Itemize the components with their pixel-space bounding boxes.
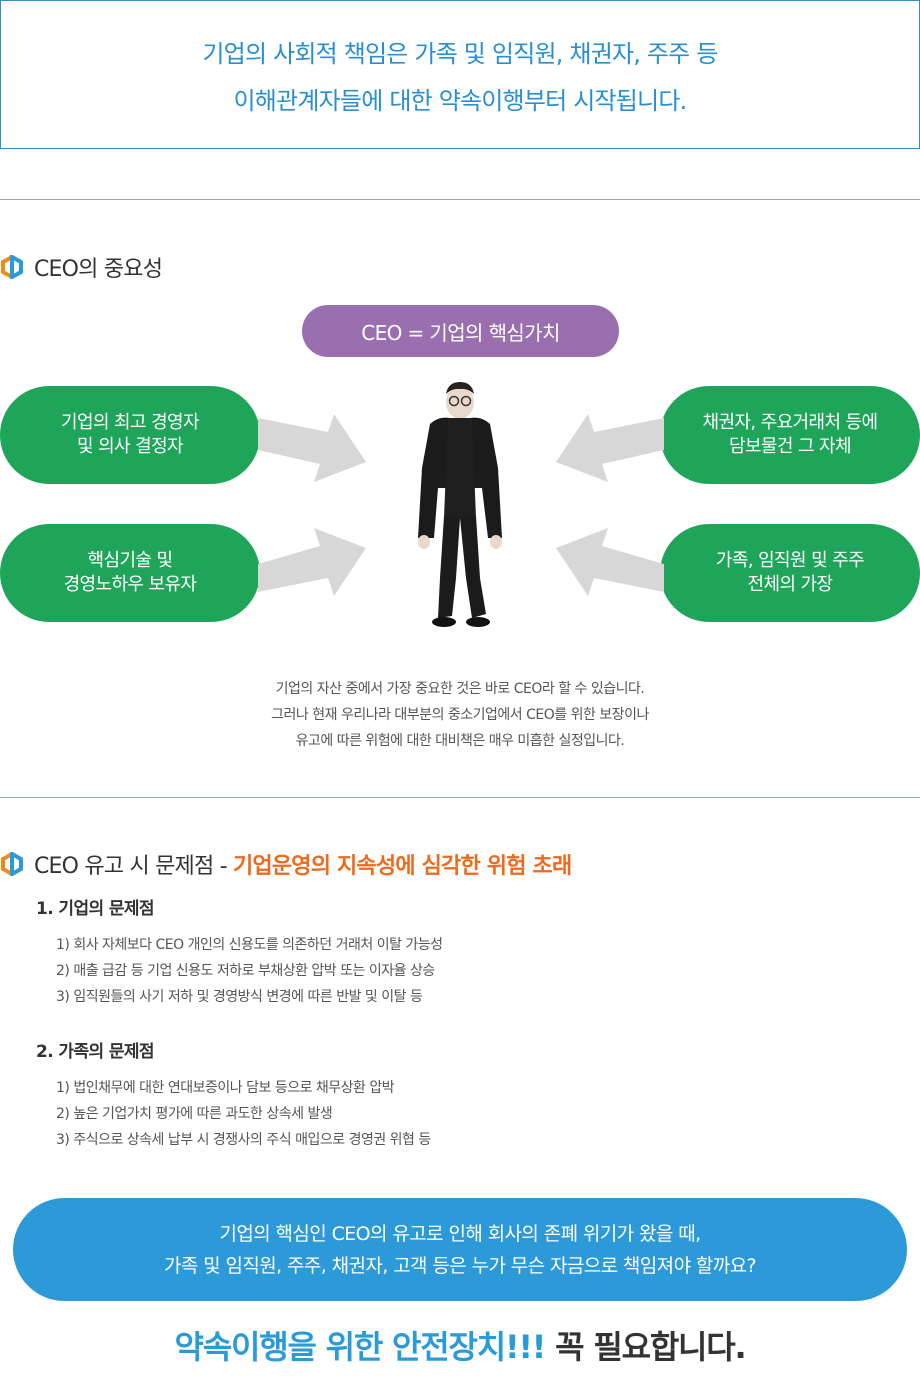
role-pill-top-left: 기업의 최고 경영자 및 의사 결정자	[0, 386, 260, 484]
family-problems-heading: 2. 가족의 문제점	[36, 1042, 155, 1062]
arrow-icon	[258, 528, 366, 596]
divider-middle	[0, 797, 920, 798]
question-line-2: 가족 및 임직원, 주주, 채권자, 고객 등은 누가 무슨 자금으로 책임져야…	[163, 1254, 757, 1277]
closing-highlight: 약속이행을 위한 안전장치!!!	[174, 1328, 547, 1366]
list-item: 3) 주식으로 상속세 납부 시 경쟁사의 주식 매입으로 경영권 위협 등	[56, 1132, 431, 1148]
role-line: 전체의 가장	[747, 574, 834, 595]
role-line: 핵심기술 및	[87, 550, 174, 571]
role-line: 담보물건 그 자체	[729, 436, 852, 457]
arrow-icon	[258, 414, 366, 482]
list-item: 3) 임직원들의 사기 저하 및 경영방식 변경에 따른 반발 및 이탈 등	[56, 989, 423, 1005]
company-problems-heading: 1. 기업의 문제점	[36, 899, 155, 919]
list-item: 1) 회사 자체보다 CEO 개인의 신용도를 의존하던 거래처 이탈 가능성	[56, 937, 443, 953]
closing-statement: 약속이행을 위한 안전장치!!! 꼭 필요합니다.	[0, 1322, 920, 1368]
role-line: 가족, 임직원 및 주주	[715, 550, 865, 571]
role-line: 채권자, 주요거래처 등에	[702, 412, 879, 433]
intro-box: 기업의 사회적 책임은 가족 및 임직원, 채권자, 주주 등 이해관계자들에 …	[0, 0, 920, 149]
arrow-icon	[556, 414, 664, 482]
businessman-icon	[418, 382, 502, 627]
closing-rest: 꼭 필요합니다.	[545, 1328, 747, 1366]
list-item: 2) 높은 기업가치 평가에 따른 과도한 상속세 발생	[56, 1106, 333, 1122]
summary-line: 유고에 따른 위험에 대한 대비책은 매우 미흡한 실정입니다.	[295, 733, 625, 749]
ceo-value-pill: CEO = 기업의 핵심가치	[302, 305, 619, 357]
question-line-1: 기업의 핵심인 CEO의 유고로 인해 회사의 존폐 위기가 왔을 때,	[219, 1222, 701, 1245]
ceo-importance-summary: 기업의 자산 중에서 가장 중요한 것은 바로 CEO라 할 수 있습니다. 그…	[0, 676, 920, 754]
question-box: 기업의 핵심인 CEO의 유고로 인해 회사의 존폐 위기가 왔을 때, 가족 …	[13, 1198, 907, 1301]
divider-top	[0, 199, 920, 200]
list-item: 2) 매출 급감 등 기업 신용도 저하로 부채상환 압박 또는 이자율 상승	[56, 963, 435, 979]
hexagon-icon	[1, 852, 23, 876]
intro-line-2: 이해관계자들에 대한 약속이행부터 시작됩니다.	[233, 86, 688, 115]
role-line: 기업의 최고 경영자	[61, 412, 200, 433]
summary-line: 기업의 자산 중에서 가장 중요한 것은 바로 CEO라 할 수 있습니다.	[275, 681, 645, 697]
hexagon-icon	[1, 255, 23, 279]
intro-line-1: 기업의 사회적 책임은 가족 및 임직원, 채권자, 주주 등	[202, 39, 718, 68]
list-item: 1) 법인채무에 대한 연대보증이나 담보 등으로 채무상환 압박	[56, 1080, 395, 1096]
role-pill-bottom-left: 핵심기술 및 경영노하우 보유자	[0, 524, 260, 622]
section-ceo-importance-header: CEO의 중요성	[0, 251, 163, 283]
section-ceo-problems-accent: 기업운영의 지속성에 심각한 위험 초래	[232, 854, 572, 879]
arrow-icon	[556, 528, 664, 596]
role-pill-bottom-right: 가족, 임직원 및 주주 전체의 가장	[660, 524, 920, 622]
role-pill-top-right: 채권자, 주요거래처 등에 담보물건 그 자체	[660, 386, 920, 484]
section-ceo-problems-title: CEO 유고 시 문제점 -	[34, 854, 233, 879]
summary-line: 그러나 현재 우리나라 대부분의 중소기업에서 CEO를 위한 보장이나	[271, 707, 649, 723]
section-ceo-importance-title: CEO의 중요성	[34, 257, 163, 282]
role-line: 및 의사 결정자	[76, 436, 184, 457]
section-ceo-problems-header: CEO 유고 시 문제점 - 기업운영의 지속성에 심각한 위험 초래	[0, 848, 572, 880]
role-line: 경영노하우 보유자	[63, 574, 197, 595]
